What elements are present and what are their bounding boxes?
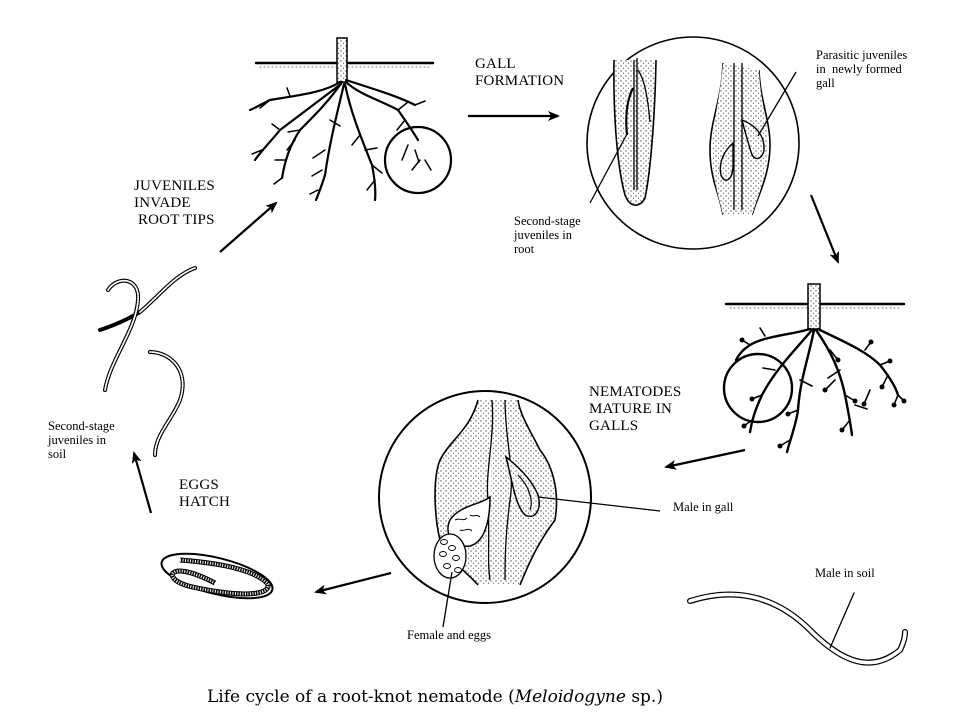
gall-formation-closeup (586, 36, 800, 250)
arrow-eggs-hatch (131, 451, 153, 514)
caption-title: Life cycle of a root-knot nematode (207, 687, 503, 707)
stage-label-juveniles-invade: JUVENILES INVADE ROOT TIPS (134, 178, 215, 228)
annotation-female-and-eggs: Female and eggs (407, 628, 492, 642)
annotation-second-stage-soil: Second-stage juveniles in soil (48, 419, 115, 461)
stem (336, 37, 348, 83)
arrow-juveniles-invade (219, 201, 278, 253)
soil-juveniles (98, 266, 197, 457)
galled-root-system (722, 283, 907, 454)
egg-with-juvenile (160, 552, 274, 600)
stage-label-nematodes-mature: NEMATODES MATURE IN GALLS (589, 384, 682, 434)
annotation-male-in-soil: Male in soil (815, 566, 875, 580)
caption-genus: Meloidogyne (514, 687, 626, 707)
arrow-to-egg (314, 571, 392, 595)
stage-label-gall-formation: GALL FORMATION (475, 56, 565, 89)
closeup-circle-2 (586, 36, 800, 250)
closeup-circle-3 (722, 352, 794, 424)
cycle-arrows (131, 111, 840, 595)
stage-label-eggs-hatch: EGGS HATCH (179, 477, 231, 510)
annotation-male-in-gall: Male in gall (673, 500, 734, 514)
arrow-to-galled-root (809, 194, 840, 264)
male-in-soil (687, 591, 908, 666)
annotation-parasitic-juveniles: Parasitic juveniles in newly formed gall (816, 48, 908, 90)
figure-caption: Life cycle of a root-knot nematode (Melo… (207, 687, 663, 707)
arrow-to-mature-gall (664, 448, 746, 470)
closeup-circle-1 (383, 125, 453, 195)
healthy-root-system (248, 37, 453, 202)
mature-gall-closeup (378, 390, 661, 628)
caption-suffix: sp. (631, 687, 657, 707)
annotation-second-stage-root: Second-stage juveniles in root (514, 214, 581, 256)
